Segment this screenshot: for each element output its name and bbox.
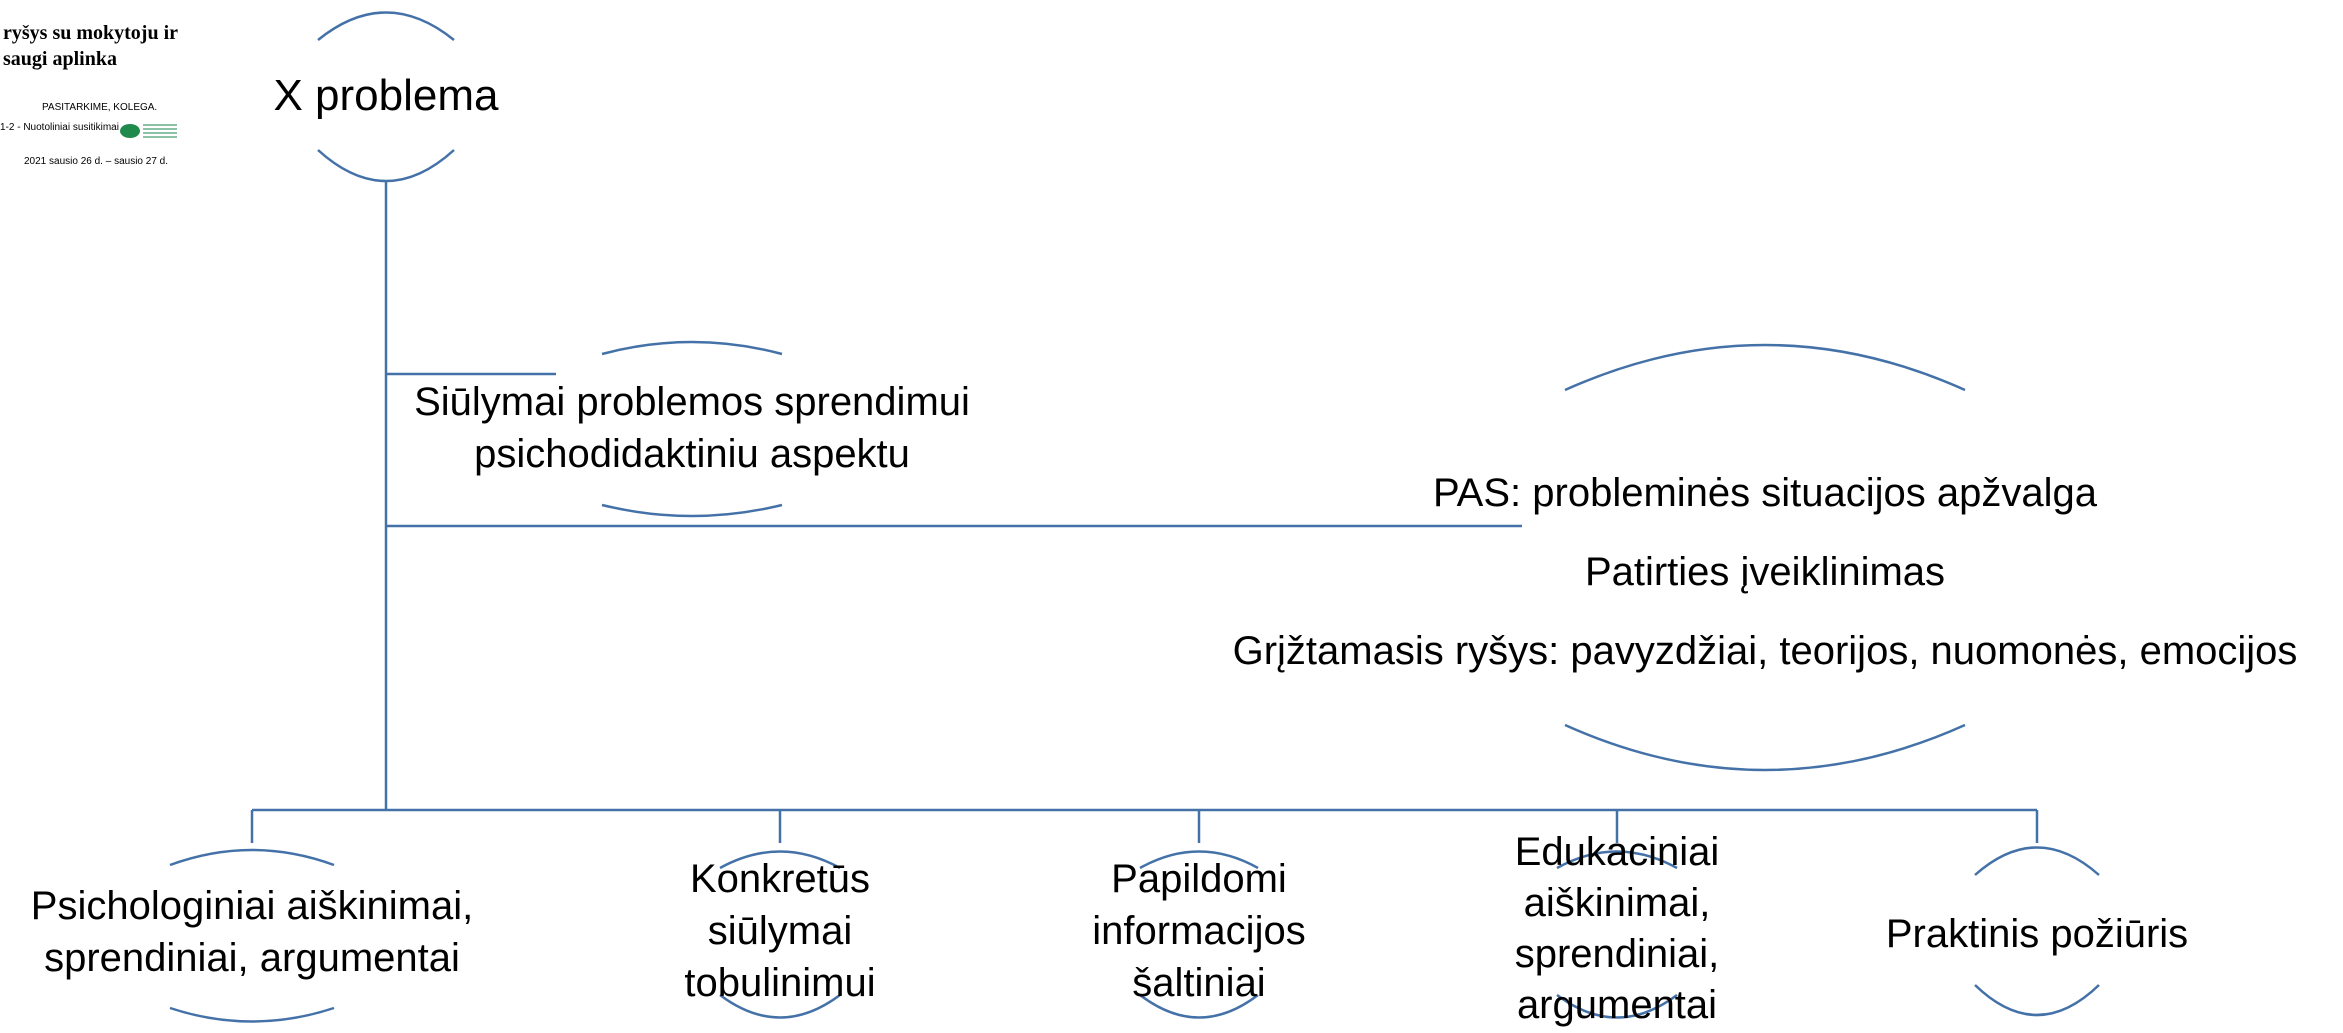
logo-dates: 2021 sausio 26 d. – sausio 27 d. [24, 156, 168, 167]
child-3-line-1: Papildomi [1111, 857, 1287, 901]
pas-line-1: PAS: probleminės situacijos apžvalga [1432, 471, 2098, 515]
root-arc-top [317, 11, 455, 41]
child-concrete-proposals: Konkretūs siūlymai tobulinimui [620, 853, 940, 1009]
pas-line-2: Patirties įveiklinimas [1584, 550, 1946, 594]
root-arc-bottom [317, 149, 455, 183]
child-4-line-4: argumentai [1516, 983, 1718, 1027]
pas-arc-bottom [1564, 723, 1966, 772]
child-2-line-3: tobulinimui [684, 961, 876, 1005]
organization-logo-icon [120, 124, 140, 138]
child-3-arc-top [1139, 850, 1259, 870]
child-1-line-1: Psichologiniai aiškinimai, [30, 884, 474, 928]
child-2-arc-bottom [719, 993, 841, 1019]
child-educational: Edukaciniai aiškinimai, sprendiniai, arg… [1457, 827, 1777, 1031]
child-1-arc-top [169, 848, 335, 867]
child-4-arc-top [1556, 850, 1678, 870]
child-2-line-2: siūlymai [707, 909, 853, 953]
child-4-line-1: Edukaciniai [1514, 830, 1720, 874]
pas-line-3: Grįžtamasis ryšys: pavyzdžiai, teorijos,… [1232, 629, 2298, 673]
child-practical-view: Praktinis požiūris [1857, 908, 2217, 960]
child-5-arc-bottom [1974, 984, 2100, 1017]
pas-node: PAS: probleminės situacijos apžvalga Pat… [1180, 454, 2343, 691]
child-2-line-1: Konkretūs [689, 857, 871, 901]
root-node-label: X problema [273, 71, 499, 120]
proposal-node: Siūlymai problemos sprendimui psichodida… [372, 376, 1012, 480]
child-5-line-1: Praktinis požiūris [1885, 912, 2189, 956]
child-3-line-2: informacijos [1092, 909, 1306, 953]
pas-arc-top [1564, 343, 1966, 392]
child-1-line-2: sprendiniai, argumentai [44, 936, 460, 980]
child-3-arc-bottom [1139, 994, 1259, 1019]
child-1-arc-bottom [169, 1006, 335, 1023]
child-2-arc-top [719, 850, 841, 870]
proposal-arc-bottom [601, 503, 783, 518]
child-4-arc-bottom [1556, 993, 1678, 1019]
logo-subtitle-2: 1-2 - Nuotoliniai susitikimai [0, 122, 119, 133]
logo-subtitle-1: PASITARKIME, KOLEGA. [42, 102, 158, 113]
proposal-arc-top [601, 340, 783, 356]
logo-title-line-2: saugi aplinka [3, 48, 117, 70]
child-additional-sources: Papildomi informacijos šaltiniai [1039, 853, 1359, 1009]
child-psychological: Psichologiniai aiškinimai, sprendiniai, … [2, 880, 502, 984]
organization-logo-wordmark [143, 124, 177, 138]
child-3-line-3: šaltiniai [1132, 961, 1266, 1005]
child-4-line-3: sprendiniai, [1514, 932, 1720, 976]
child-5-arc-top [1974, 846, 2100, 876]
logo-title-line-1: ryšys su mokytoju ir [3, 22, 179, 44]
child-4-line-2: aiškinimai, [1523, 881, 1711, 925]
event-logo-block: ryšys su mokytoju ir saugi aplinka PASIT… [0, 0, 240, 180]
proposal-line-2: psichodidaktiniu aspektu [474, 432, 910, 476]
logo-title: ryšys su mokytoju ir saugi aplinka [3, 20, 243, 72]
proposal-line-1: Siūlymai problemos sprendimui [414, 380, 970, 424]
